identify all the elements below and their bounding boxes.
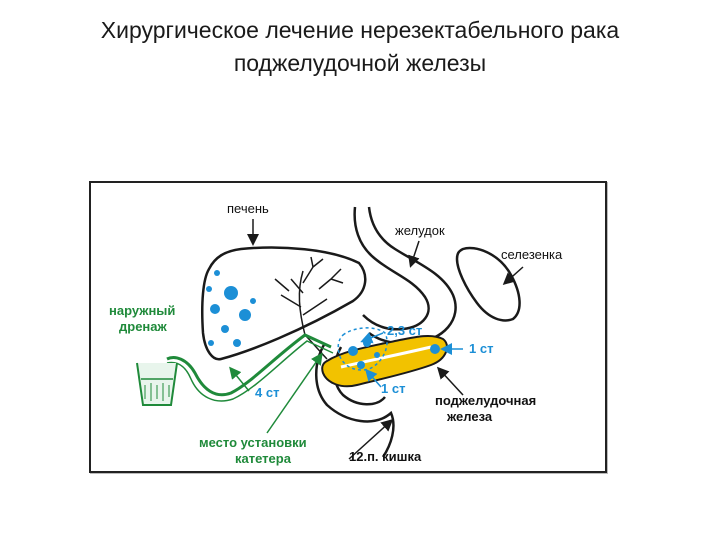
drainage-catheter: [166, 333, 332, 397]
stomach-pointer: [408, 240, 420, 268]
duodenum-label: 12.п. кишка: [349, 449, 422, 464]
bile-duct-tree: [274, 256, 344, 360]
pancreas-label-1: поджелудочная: [435, 393, 536, 408]
pancreas-pointer: [436, 366, 464, 396]
stage-1-bottom-label: 1 ст: [381, 381, 405, 396]
stage-1-right-label: 1 ст: [469, 341, 493, 356]
catheter-site-label-2: катетера: [235, 451, 292, 466]
duodenum-pointer: [348, 418, 394, 460]
stage-4-label: 4 ст: [255, 385, 279, 400]
stage-1-bottom-pointer: [365, 368, 382, 388]
lymph-node-region: [337, 327, 388, 371]
anatomy-diagram: печень желудок селезенка наружный дренаж…: [109, 201, 563, 466]
stage-4-pointer: [229, 366, 250, 392]
spleen-outline: [455, 246, 521, 322]
stage-2-3-label: 2,3 ст: [387, 323, 422, 338]
slide-title: Хирургическое лечение нерезектабельного …: [40, 14, 680, 80]
spleen-pointer: [502, 266, 524, 285]
stomach-label: желудок: [395, 223, 445, 238]
external-drain-label-1: наружный: [109, 303, 175, 318]
pancreas-label-2: железа: [446, 409, 493, 424]
liver-label: печень: [227, 201, 269, 216]
tumor-dots-liver: [206, 270, 256, 347]
liver-outline: [201, 246, 367, 361]
title-line-2: поджелудочной железы: [233, 50, 487, 76]
external-drain-label-2: дренаж: [119, 319, 168, 334]
title-line-1: Хирургическое лечение нерезектабельного …: [100, 17, 620, 43]
drainage-glass-icon: [136, 362, 178, 406]
pancreatic-duct: [340, 345, 432, 369]
pancreas-body: [321, 334, 448, 388]
tumor-dots-pancreas: [348, 339, 440, 369]
catheter-site-pointer: [266, 352, 323, 434]
catheter-site-label-1: место установки: [199, 435, 307, 450]
anatomy-figure: печень желудок селезенка наружный дренаж…: [89, 181, 607, 473]
spleen-label: селезенка: [501, 247, 563, 262]
stage-2-3-pointer: [360, 332, 384, 344]
